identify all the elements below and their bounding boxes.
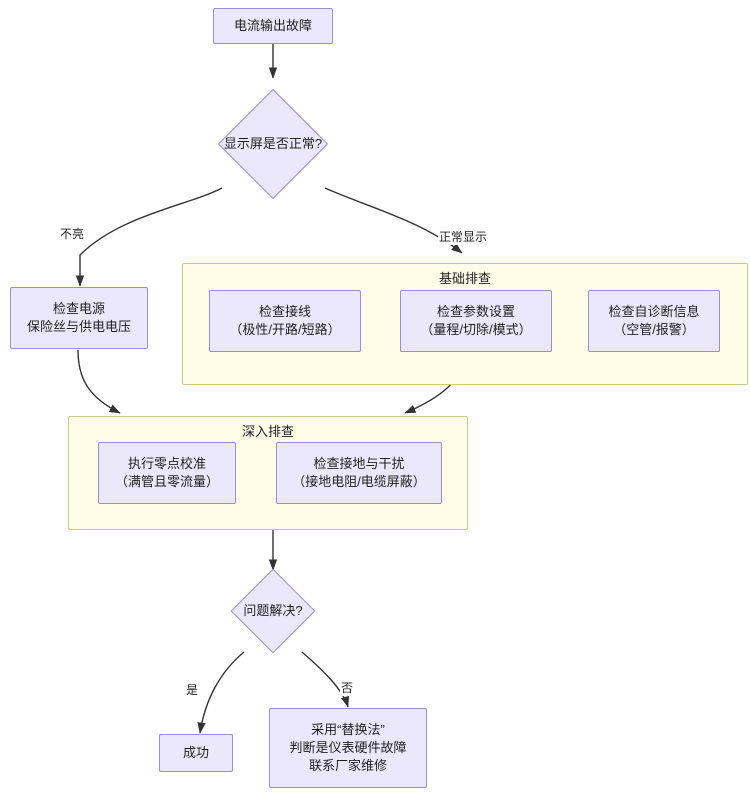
edge-label-normal-display: 正常显示 <box>438 229 489 245</box>
edge-resolved-to-success <box>197 651 245 734</box>
node-success[interactable]: 成功 <box>159 734 233 772</box>
node-zero-calibration[interactable]: 执行零点校准 （满管且零流量） <box>98 442 236 504</box>
node-power-check-line1: 检查电源 <box>52 301 105 316</box>
node-replacement[interactable]: 采用“替换法” 判断是仪表硬件故障 联系厂家维修 <box>269 708 427 788</box>
node-param-check[interactable]: 检查参数设置 （量程/切除/模式） <box>400 290 552 352</box>
node-zero-calibration-line1: 执行零点校准 <box>127 456 206 471</box>
node-start-label: 电流输出故障 <box>233 18 312 33</box>
node-display-check-label: 显示屏是否正常? <box>223 136 323 151</box>
node-replacement-line2: 判断是仪表硬件故障 <box>289 740 407 755</box>
node-resolved-check-label: 问题解决? <box>243 603 303 618</box>
edge-power-to-deep <box>77 349 121 414</box>
edge-label-not-lit: 不亮 <box>59 226 86 242</box>
node-selfdiag-check-line1: 检查自诊断信息 <box>608 304 700 319</box>
node-success-label: 成功 <box>182 745 209 760</box>
node-replacement-line3: 联系厂家维修 <box>308 758 387 773</box>
node-ground-check-line2: （接地电阻/电缆屏蔽） <box>292 474 426 489</box>
node-param-check-line1: 检查参数设置 <box>436 304 515 319</box>
node-replacement-line1: 采用“替换法” <box>311 722 385 737</box>
node-start[interactable]: 电流输出故障 <box>213 8 333 44</box>
cluster-basic-title: 基础排查 <box>438 271 491 286</box>
node-wiring-check[interactable]: 检查接线 （极性/开路/短路） <box>209 290 361 352</box>
node-power-check[interactable]: 检查电源 保险丝与供电电压 <box>10 287 148 349</box>
edge-label-yes: 是 <box>185 682 200 698</box>
node-param-check-line2: （量程/切除/模式） <box>420 322 532 337</box>
node-ground-check[interactable]: 检查接地与干扰 （接地电阻/电缆屏蔽） <box>276 442 442 504</box>
node-zero-calibration-line2: （满管且零流量） <box>114 474 219 489</box>
edge-label-no: 否 <box>340 680 355 696</box>
node-wiring-check-line2: （极性/开路/短路） <box>229 322 341 337</box>
cluster-deep-title: 深入排查 <box>241 424 294 439</box>
node-ground-check-line1: 检查接地与干扰 <box>313 456 405 471</box>
edge-display-to-power <box>75 187 223 287</box>
node-power-check-line2: 保险丝与供电电压 <box>26 319 131 334</box>
node-selfdiag-check[interactable]: 检查自诊断信息 （空管/报警） <box>588 290 720 352</box>
edge-resolved-to-replacement <box>301 651 350 708</box>
node-wiring-check-line1: 检查接线 <box>258 304 311 319</box>
node-selfdiag-check-line2: （空管/报警） <box>613 322 695 337</box>
